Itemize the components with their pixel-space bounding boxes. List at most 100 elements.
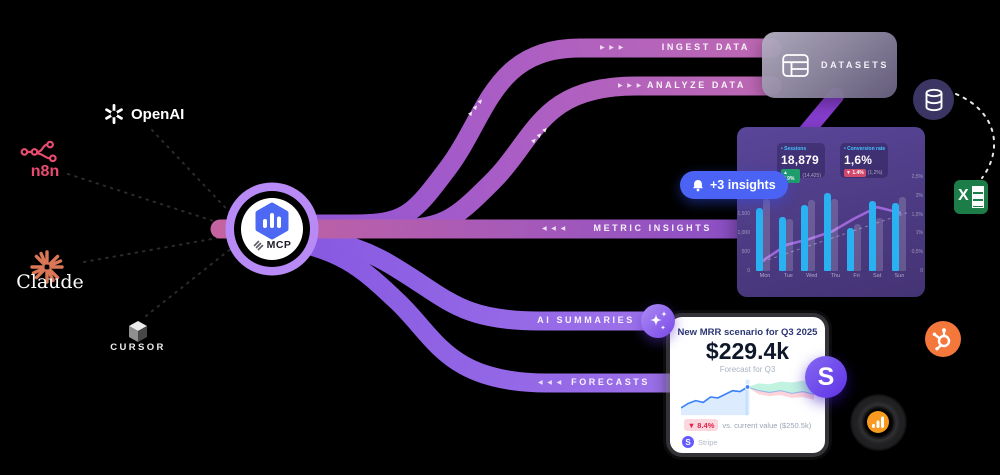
day-label: Tue (783, 273, 793, 279)
bar-sessions-prev (785, 218, 793, 271)
day-label: Sun (894, 273, 905, 279)
day-axis-labels: Mon Tue Wed Thu Fri Sat Sun (753, 273, 911, 279)
bar-sessions (869, 201, 877, 271)
mcp-label: MCP (266, 239, 292, 251)
arrow-left-icon: ◀ ◀ ◀ (538, 379, 563, 386)
kpi-conversion: • Conversion rate 1,6% ▼ 1.4% (1,2%) (840, 143, 888, 178)
mrr-value: $229.4k (705, 338, 790, 364)
table-icon (782, 53, 809, 77)
openai-icon (105, 104, 123, 124)
kpi-conversion-prev: (1,2%) (867, 170, 883, 176)
bar-sessions-prev (898, 196, 906, 271)
kpi-sessions-label: • Sessions (781, 146, 807, 152)
google-analytics-icon (867, 411, 889, 433)
datasets-label: DATASETS (821, 60, 889, 70)
openai-label: OpenAI (131, 105, 185, 123)
mrr-scenario-card[interactable]: New MRR scenario for Q3 2025 $229.4k For… (670, 317, 825, 453)
n8n-label: n8n (30, 163, 60, 180)
mcp-node (225, 182, 319, 276)
cursor-icon (129, 321, 147, 342)
mrr-delta-note: vs. current value ($250.5k) (722, 420, 812, 430)
conversion-axis-right: 2,5%2%1,5%1%0,5%0 (911, 174, 923, 274)
sparkles-icon (650, 311, 667, 330)
bar-sessions (846, 228, 854, 271)
bar-sessions (801, 204, 809, 271)
bar-sessions (778, 216, 786, 271)
dotted-link-openai (151, 129, 237, 220)
bell-icon (693, 179, 703, 191)
excel-icon: X (954, 180, 988, 214)
source-openai: OpenAI (103, 103, 184, 125)
flow-text-forecasts: FORECASTS (571, 377, 650, 387)
flow-label-metric: ◀ ◀ ◀ METRIC INSIGHTS (542, 223, 712, 233)
mrr-subtitle: Forecast for Q3 (719, 365, 776, 374)
kpi-conversion-label: • Conversion rate (844, 146, 886, 152)
mrr-delta-row: ▼ 8.4% vs. current value ($250.5k) (670, 419, 825, 431)
stripe-initial: S (817, 362, 835, 391)
mcp-label-row: MCP (246, 239, 298, 251)
flow-label-summaries: AI SUMMARIES (537, 315, 632, 325)
flow-text-summaries: AI SUMMARIES (537, 315, 635, 325)
pipe-analyze (262, 76, 782, 239)
flow-text-metric: METRIC INSIGHTS (593, 223, 712, 233)
bar-sessions (824, 193, 831, 271)
datasets-card[interactable]: DATASETS (762, 32, 897, 98)
bar-sessions (756, 207, 764, 271)
mrr-source-row: S Stripe (682, 436, 718, 448)
sessions-chart-plot (753, 191, 911, 271)
kpi-conversion-value: 1,6% (844, 153, 873, 167)
claude-label: Claude (16, 271, 84, 293)
bar-sessions-prev (763, 198, 771, 271)
stripe-icon: S (682, 436, 694, 448)
mrr-source-label: Stripe (698, 437, 718, 447)
arrow-left-icon: ◀ ◀ ◀ (542, 225, 567, 232)
day-label: Wed (806, 273, 818, 279)
mrr-title: New MRR scenario for Q3 2025 (677, 327, 818, 338)
flow-text-ingest: INGEST DATA (661, 42, 750, 52)
excel-grid (972, 186, 984, 208)
kpi-sessions: • Sessions 18,879 ▲ 8.9% (14,425) (777, 143, 825, 183)
claude-icon (30, 250, 64, 284)
flow-label-ingest: ▶ ▶ ▶ INGEST DATA (600, 42, 750, 52)
bar-sessions-prev (831, 198, 838, 271)
mrr-forecast-sparkline (681, 379, 814, 416)
pipe-forecasts (262, 228, 710, 393)
analytics-dashboard-card[interactable]: • Sessions 18,879 ▲ 8.9% (14,425) • Conv… (737, 127, 925, 297)
mcp-ring (225, 182, 319, 276)
excel-letter: X (958, 187, 969, 204)
flow-text-analyze: ANALYZE DATA (646, 80, 746, 90)
day-label: Fri (853, 273, 860, 279)
source-dotted-links (67, 129, 239, 317)
n8n-icon (20, 140, 57, 162)
mrr-delta-badge: ▼ 8.4% (683, 419, 719, 431)
bar-sessions-prev (808, 199, 816, 271)
kpi-sessions-value: 18,879 (781, 153, 819, 167)
database-excel-dashed-arc (955, 93, 996, 179)
day-label: Thu (830, 273, 841, 279)
hubspot-icon (925, 321, 961, 357)
kpi-sessions-prev: (14,425) (802, 173, 821, 179)
arrow-right-icon: ▶ ▶ ▶ (618, 82, 643, 89)
arrow-right-icon: ▶ ▶ ▶ (600, 44, 625, 51)
datasets-dashboard-connector (798, 88, 844, 140)
day-label: Mon (759, 273, 771, 279)
source-n8n: n8n (18, 140, 72, 181)
flow-label-analyze: ▶ ▶ ▶ ANALYZE DATA (618, 80, 746, 90)
ai-sparkle-badge (641, 304, 675, 338)
mcp-glyph-icon (253, 240, 263, 250)
dotted-link-n8n (67, 173, 233, 228)
dotted-link-cursor (145, 242, 239, 317)
cursor-label: CURSOR (110, 342, 166, 353)
dotted-link-claude (83, 234, 235, 263)
pipe-summaries (262, 224, 670, 331)
bar-sessions (891, 202, 899, 271)
bar-sessions-prev (853, 223, 861, 271)
bar-sessions-prev (876, 217, 884, 271)
insights-badge-text: +3 insights (710, 178, 776, 192)
day-label: Sat (872, 273, 882, 279)
database-icon (913, 79, 954, 120)
insights-badge[interactable]: +3 insights (680, 171, 788, 199)
